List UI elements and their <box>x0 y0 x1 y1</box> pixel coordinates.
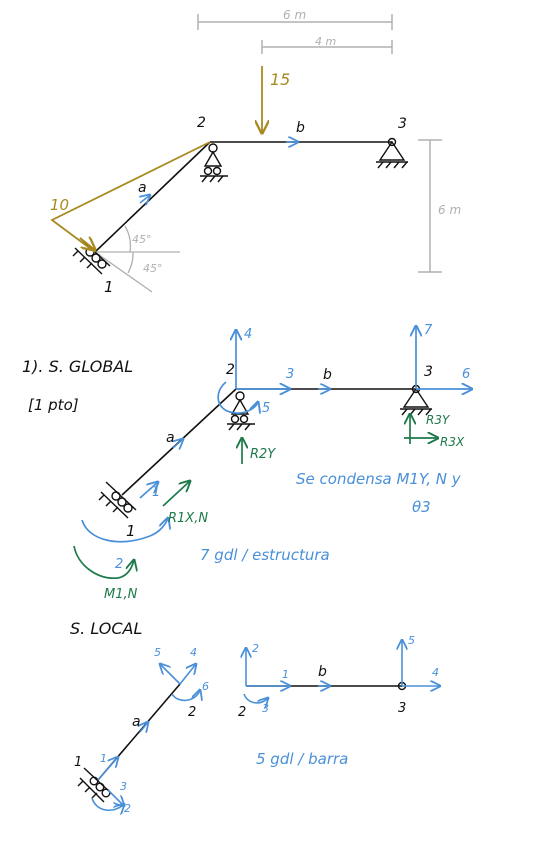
local-a-node-1: 1 <box>74 755 82 770</box>
condensation-note-theta: θ3 <box>412 498 431 516</box>
global-dof-5: 5 <box>262 401 270 416</box>
global-dof-2: 2 <box>115 557 123 572</box>
load-15-label: 15 <box>270 70 290 89</box>
local-b-node-2: 2 <box>238 705 246 720</box>
global-bar-b-label: b <box>323 367 332 383</box>
support-2-roller <box>200 143 228 183</box>
global-support-3 <box>400 384 432 416</box>
local-b-dof-arrows <box>244 640 440 703</box>
global-dof-1: 1 <box>152 485 160 500</box>
global-bar-a-direction-mark <box>173 439 183 448</box>
node-2-label: 2 <box>197 115 206 131</box>
global-bar-a-label: a <box>166 430 175 446</box>
local-a-dof-5: 5 <box>154 646 161 659</box>
load-10-distributed <box>50 141 211 253</box>
local-b-dof-2: 2 <box>252 642 259 655</box>
reaction-r3x: R3X <box>440 435 465 449</box>
local-b-dof-4: 4 <box>432 666 439 679</box>
local-a-dof-arrows <box>91 664 200 810</box>
dimension-6m-vertical <box>418 139 442 273</box>
gdl-bar-note: 5 gdl / barra <box>256 750 348 768</box>
load-10-arrow <box>79 238 95 250</box>
load-10-label: 10 <box>50 196 69 214</box>
global-dof-4: 4 <box>244 327 252 342</box>
original-structure: 6 m 4 m 6 m 45° 45° <box>50 8 461 296</box>
angle-construction <box>94 225 180 293</box>
dimension-6m-label: 6 m <box>283 8 306 22</box>
bar-b-label: b <box>296 120 305 136</box>
dimension-4m-label: 4 m <box>315 35 336 48</box>
condensation-note: Se condensa M1Y, N y <box>296 470 462 488</box>
local-bar-b-label: b <box>318 664 327 680</box>
global-node-3-label: 3 <box>424 364 433 380</box>
bar-a-direction-mark <box>140 195 150 203</box>
local-a-dof-4: 4 <box>190 646 197 659</box>
reaction-r1xn: R1X,N <box>168 511 208 526</box>
local-a-dof-2: 2 <box>124 802 131 815</box>
dimension-6m-vertical-label: 6 m <box>438 203 461 217</box>
global-dof-6: 6 <box>462 367 470 382</box>
reaction-r3y: R3Y <box>426 413 451 427</box>
angle-lower-label: 45° <box>143 262 163 275</box>
local-a-node-2: 2 <box>188 705 196 720</box>
global-reaction-arrows <box>73 414 438 579</box>
local-bar-a-label: a <box>132 714 141 730</box>
local-a-dof-6: 6 <box>202 680 209 693</box>
angle-upper-label: 45° <box>132 233 152 246</box>
global-support-2 <box>227 391 255 431</box>
local-a-dof-1: 1 <box>100 752 107 765</box>
bar-a-label: a <box>138 180 147 196</box>
global-support-1 <box>98 481 137 519</box>
node-3-label: 3 <box>398 116 407 132</box>
gdl-structure-note: 7 gdl / estructura <box>200 546 330 564</box>
global-node-2-label: 2 <box>226 362 235 378</box>
global-section-title: 1). S. GLOBAL <box>22 357 133 376</box>
bar-a <box>94 141 211 253</box>
local-b-dof-1: 1 <box>282 668 289 681</box>
support-3-pin <box>376 137 408 169</box>
global-node-1-label: 1 <box>126 522 136 540</box>
node-1-label: 1 <box>104 278 114 296</box>
local-section-title: S. LOCAL <box>70 619 142 638</box>
local-b-dof-5: 5 <box>408 634 415 647</box>
local-b-dof-3: 3 <box>262 702 269 715</box>
dimension-4m <box>261 40 393 54</box>
local-system: S. LOCAL a 1 2 1 2 3 4 5 6 <box>70 619 440 815</box>
reaction-r2y: R2Y <box>250 447 276 462</box>
local-a-dof-3: 3 <box>120 780 127 793</box>
local-bar-a-direction-mark <box>140 722 148 732</box>
global-points: [1 pto] <box>28 396 79 414</box>
global-dof-arrows <box>81 326 472 543</box>
dimension-6m <box>197 14 393 30</box>
local-support-a-1 <box>77 767 113 803</box>
global-dof-7: 7 <box>424 323 433 338</box>
reaction-m1n: M1,N <box>104 587 138 602</box>
local-b-node-3: 3 <box>398 701 406 716</box>
global-dof-3: 3 <box>286 367 294 382</box>
global-system: 1). S. GLOBAL [1 pto] a b 1 <box>22 323 472 602</box>
